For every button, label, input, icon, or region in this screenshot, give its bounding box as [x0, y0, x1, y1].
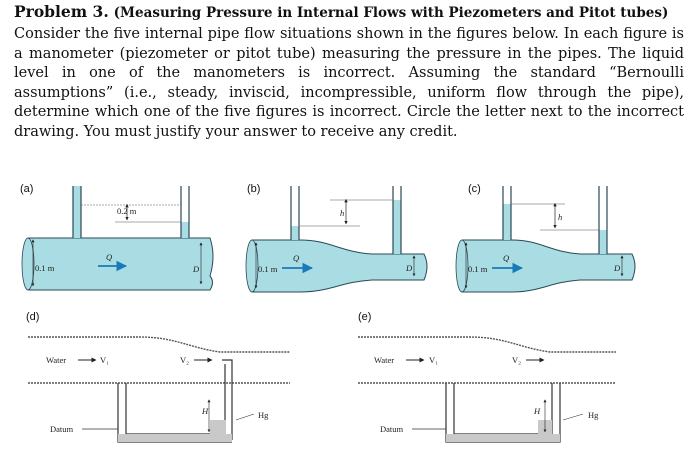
figure-c-height-label: h	[558, 212, 562, 222]
figure-c-label: (c)	[468, 183, 481, 195]
figure-b-label: (b)	[247, 183, 260, 195]
figure-d-label: (d)	[26, 311, 39, 323]
figure-b: (b) h Q 0.1 m D	[245, 183, 428, 293]
figure-c-d-label: D	[613, 263, 621, 273]
figure-c-tube-2-fluid	[599, 230, 607, 254]
figure-e-water-label: Water	[374, 355, 394, 365]
figure-e: (e) Water V₁ V₂ H Hg Datum	[358, 311, 616, 443]
figure-e-top-wall	[358, 336, 616, 353]
figure-a-diameter-label: 0.1 m	[35, 263, 55, 273]
figure-c-tube-1-fluid	[503, 204, 511, 240]
figure-a: (a) 0.2 m Q 0.1 m D	[20, 183, 214, 291]
figure-d-h-label: H	[201, 406, 209, 416]
figure-a-d-label: D	[192, 264, 200, 274]
figure-e-hg-bottom	[446, 434, 560, 442]
figure-b-d-label: D	[405, 263, 413, 273]
figure-a-label: (a)	[20, 183, 33, 195]
figure-e-h-label: H	[533, 406, 541, 416]
figure-d: (d) Water V₁ V₂ H Hg Datum	[26, 311, 290, 443]
figure-b-flow-label: Q	[293, 253, 299, 263]
figure-e-datum-label: Datum	[380, 424, 404, 434]
problem-statement: Consider the five internal pipe flow sit…	[14, 25, 684, 143]
problem-paragraph: Consider the five internal pipe flow sit…	[14, 26, 684, 140]
figure-d-v1-label: V₁	[100, 355, 109, 365]
figure-a-height-label: 0.2 m	[117, 206, 137, 216]
problem-subtitle: (Measuring Pressure in Internal Flows wi…	[113, 5, 669, 21]
figure-c-diameter-label: 0.1 m	[468, 264, 488, 274]
problem-block: Problem 3. (Measuring Pressure in Intern…	[14, 2, 684, 143]
figure-e-label: (e)	[358, 311, 371, 323]
figure-b-tube-1-fluid	[291, 226, 299, 240]
figure-d-hg-label: Hg	[258, 410, 269, 420]
problem-number: Problem 3.	[14, 2, 109, 21]
figure-b-tube-2-fluid	[393, 200, 401, 254]
figure-e-v2-label: V₂	[512, 355, 521, 365]
figure-a-tube-2-fluid	[181, 222, 189, 238]
figure-d-hg-bottom	[118, 434, 232, 442]
figure-b-diameter-label: 0.1 m	[258, 264, 278, 274]
figure-e-v1-label: V₁	[429, 355, 438, 365]
figure-d-datum-label: Datum	[50, 424, 74, 434]
figure-a-pipe-end	[21, 237, 35, 291]
figure-a-flow-label: Q	[106, 252, 112, 262]
figure-e-hg-label: Hg	[588, 410, 599, 420]
figure-d-v2-label: V₂	[180, 355, 189, 365]
figure-a-tube-1-fluid	[73, 186, 81, 238]
figure-d-top-wall	[28, 336, 290, 353]
figure-b-height-label: h	[340, 208, 344, 218]
figure-c-flow-label: Q	[503, 253, 509, 263]
figure-d-water-label: Water	[46, 355, 66, 365]
problem-title: Problem 3. (Measuring Pressure in Intern…	[14, 2, 684, 23]
figure-c: (c) h Q 0.1 m D	[455, 183, 636, 293]
